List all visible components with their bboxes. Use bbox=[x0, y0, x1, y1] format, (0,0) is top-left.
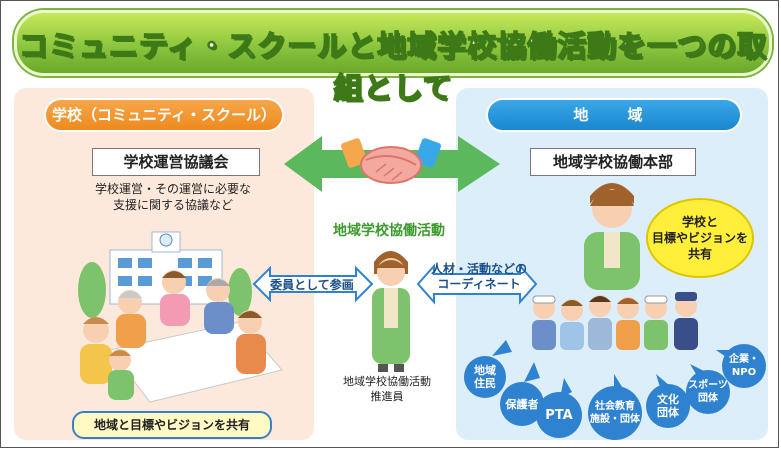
group-label: 地域 住民 bbox=[474, 364, 496, 390]
vision-bubble-text: 学校と 目標やビジョンを 共有 bbox=[651, 215, 748, 261]
share-vision-label: 地域と目標やビジョンを共有 bbox=[72, 411, 272, 439]
group-label: PTA bbox=[545, 407, 573, 423]
group-circle-social-education: 社会教育 施設・団体 bbox=[588, 386, 642, 440]
meeting-illustration bbox=[80, 270, 283, 403]
committee-arrow bbox=[252, 265, 374, 303]
group-label: 企業・ NPO bbox=[729, 354, 759, 378]
school-header: 学校（コミュニティ・スクール） bbox=[46, 100, 282, 130]
page-title: コミュニティ・スクールと地域学校協働活動を一つの取組として bbox=[18, 28, 768, 106]
region-header: 地 域 bbox=[488, 100, 740, 130]
coordinate-arrow bbox=[416, 263, 538, 305]
coordinate-label: 人材・活動などの コーディネート bbox=[430, 262, 527, 291]
promoter-label: 地域学校協働活動 推進員 bbox=[343, 375, 431, 403]
group-circle-sports: スポーツ 団体 bbox=[686, 370, 730, 414]
group-label: 文化 団体 bbox=[657, 393, 679, 419]
collaboration-label: 地域学校協働活動 bbox=[333, 223, 445, 239]
school-council-box: 学校運営協議会 bbox=[92, 148, 260, 176]
vision-bubble: 学校と 目標やビジョンを 共有 bbox=[646, 198, 754, 278]
group-label: 保護者 bbox=[505, 397, 539, 411]
group-circle-residents: 地域 住民 bbox=[464, 356, 506, 398]
group-circle-culture: 文化 団体 bbox=[646, 384, 690, 428]
group-label: スポーツ 団体 bbox=[688, 380, 728, 404]
title-banner: コミュニティ・スクールと地域学校協働活動を一つの取組として bbox=[14, 10, 772, 106]
group-circle-business: 企業・ NPO bbox=[722, 344, 766, 388]
group-circle-pta: PTA bbox=[536, 392, 582, 438]
committee-label: 委員として参画 bbox=[270, 278, 354, 292]
handshake-icon bbox=[341, 138, 441, 184]
promoter-illustration bbox=[372, 251, 410, 372]
council-description: 学校運営・その運営に必要な 支援に関する協議など bbox=[94, 182, 251, 212]
community-group-illustration bbox=[532, 292, 698, 350]
group-label: 社会教育 施設・団体 bbox=[590, 401, 640, 425]
coordinator-illustration bbox=[584, 183, 640, 290]
headquarters-box: 地域学校協働本部 bbox=[530, 148, 696, 176]
